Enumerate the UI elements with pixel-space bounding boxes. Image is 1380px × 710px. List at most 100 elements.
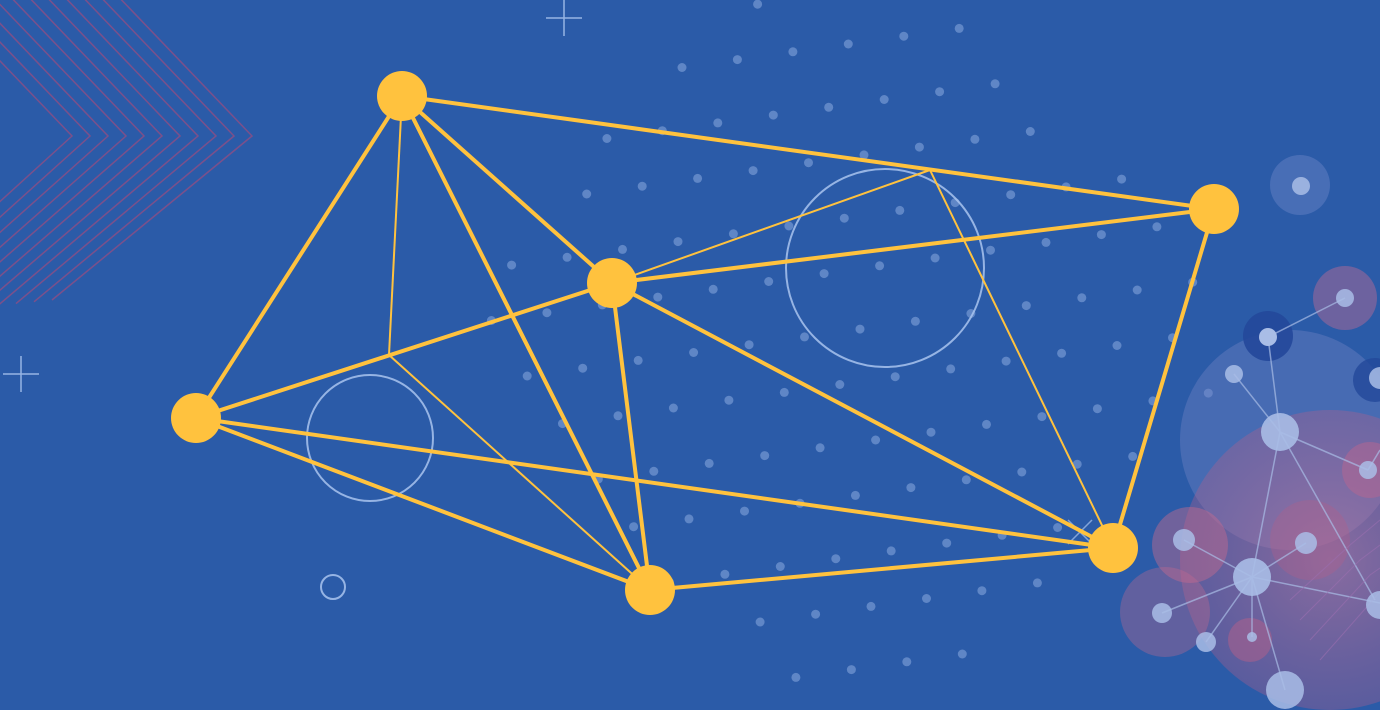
pattern-dot xyxy=(677,63,687,72)
pattern-dot xyxy=(740,506,749,516)
pattern-dot xyxy=(1077,293,1087,303)
pattern-dot xyxy=(708,284,718,294)
pattern-dot xyxy=(748,166,758,176)
pattern-dot xyxy=(764,277,774,286)
pattern-dot xyxy=(1041,237,1051,247)
pattern-dot xyxy=(855,324,865,334)
pattern-dot xyxy=(890,372,900,382)
pattern-dot xyxy=(755,617,765,627)
network-node xyxy=(1189,184,1239,234)
network-edge xyxy=(400,94,1216,211)
pattern-dot xyxy=(713,118,723,128)
pattern-dot xyxy=(871,435,881,445)
pattern-dot xyxy=(1006,190,1016,200)
pattern-dot xyxy=(846,665,856,675)
network-edge xyxy=(610,281,1115,550)
ring-icon xyxy=(320,574,346,600)
pattern-dot xyxy=(562,252,572,262)
pattern-dot xyxy=(791,672,801,682)
pattern-dot xyxy=(744,340,754,350)
pattern-dot xyxy=(850,490,860,500)
pattern-dot xyxy=(906,483,916,493)
pattern-dot xyxy=(1021,301,1031,311)
bokeh-cluster-decoration xyxy=(1120,155,1380,710)
pattern-dot xyxy=(720,569,730,579)
pattern-dot xyxy=(800,332,809,342)
pattern-dot xyxy=(1203,388,1213,398)
pattern-dot xyxy=(954,23,964,33)
small-network-nodes xyxy=(1152,177,1380,709)
network-edge xyxy=(194,416,1115,550)
pattern-dot xyxy=(693,173,703,183)
pattern-dot xyxy=(1117,174,1127,184)
chevron-line xyxy=(33,0,236,303)
network-thick-edges xyxy=(194,94,1216,592)
pattern-dot xyxy=(942,538,952,548)
network-node xyxy=(625,565,675,615)
pattern-dot xyxy=(930,253,940,263)
pattern-dot xyxy=(835,380,845,389)
plus-icon xyxy=(3,356,39,392)
large-outline-circle xyxy=(785,168,985,368)
pattern-dot xyxy=(1025,127,1035,136)
pattern-dot xyxy=(935,87,945,97)
pattern-dot xyxy=(899,31,909,41)
pattern-dot xyxy=(613,411,623,421)
pattern-dot xyxy=(1037,412,1047,422)
network-edge xyxy=(194,281,614,420)
chevron-line xyxy=(0,41,92,219)
chevron-line xyxy=(0,22,110,234)
pattern-dot xyxy=(914,142,924,152)
chevron-line xyxy=(0,3,128,249)
pattern-dot xyxy=(1072,459,1082,469)
pattern-dot xyxy=(1152,222,1162,232)
network-node xyxy=(171,393,221,443)
network-edge xyxy=(194,94,404,420)
pattern-dot xyxy=(815,443,825,453)
pattern-dot xyxy=(578,363,588,373)
pattern-dot xyxy=(831,554,841,564)
pattern-dot xyxy=(784,221,794,231)
pattern-dot xyxy=(1112,341,1122,350)
network-nodes xyxy=(171,71,1239,615)
network-edge xyxy=(194,416,652,592)
pattern-dot xyxy=(649,466,659,476)
medium-outline-circle xyxy=(306,374,434,502)
pattern-dot xyxy=(684,514,694,524)
pattern-dot xyxy=(732,55,742,65)
network-thin-edges xyxy=(388,95,1114,591)
pattern-dot xyxy=(522,371,532,381)
pattern-dot xyxy=(824,102,834,112)
pattern-dot xyxy=(629,522,639,532)
pattern-dot xyxy=(507,260,517,270)
pattern-dot xyxy=(779,387,789,397)
chevron-line xyxy=(51,0,254,301)
pattern-dot xyxy=(637,181,647,191)
pattern-dot xyxy=(977,586,987,596)
pattern-dot xyxy=(804,158,813,168)
chevron-line xyxy=(0,0,164,278)
pattern-dot xyxy=(582,189,592,199)
network-edge xyxy=(610,281,652,592)
pattern-dot xyxy=(760,451,770,461)
network-node xyxy=(377,71,427,121)
pattern-dot xyxy=(633,355,643,365)
network-node xyxy=(587,258,637,308)
network-edge xyxy=(400,94,614,285)
pattern-dot xyxy=(866,601,876,611)
pattern-dot xyxy=(922,594,931,603)
chevron-line xyxy=(0,0,200,305)
chevron-line xyxy=(15,0,218,305)
pattern-dot xyxy=(961,475,971,485)
pattern-dot xyxy=(839,213,849,223)
network-edge xyxy=(648,546,1115,592)
pattern-dot xyxy=(1001,356,1011,366)
pattern-dot xyxy=(602,134,612,143)
pattern-dot xyxy=(542,308,552,318)
plus-icon xyxy=(546,0,582,36)
pattern-dot xyxy=(859,150,869,160)
network-node xyxy=(1088,523,1138,573)
pattern-dot xyxy=(902,657,912,667)
pattern-dot xyxy=(768,110,778,120)
pattern-dot xyxy=(886,546,896,556)
